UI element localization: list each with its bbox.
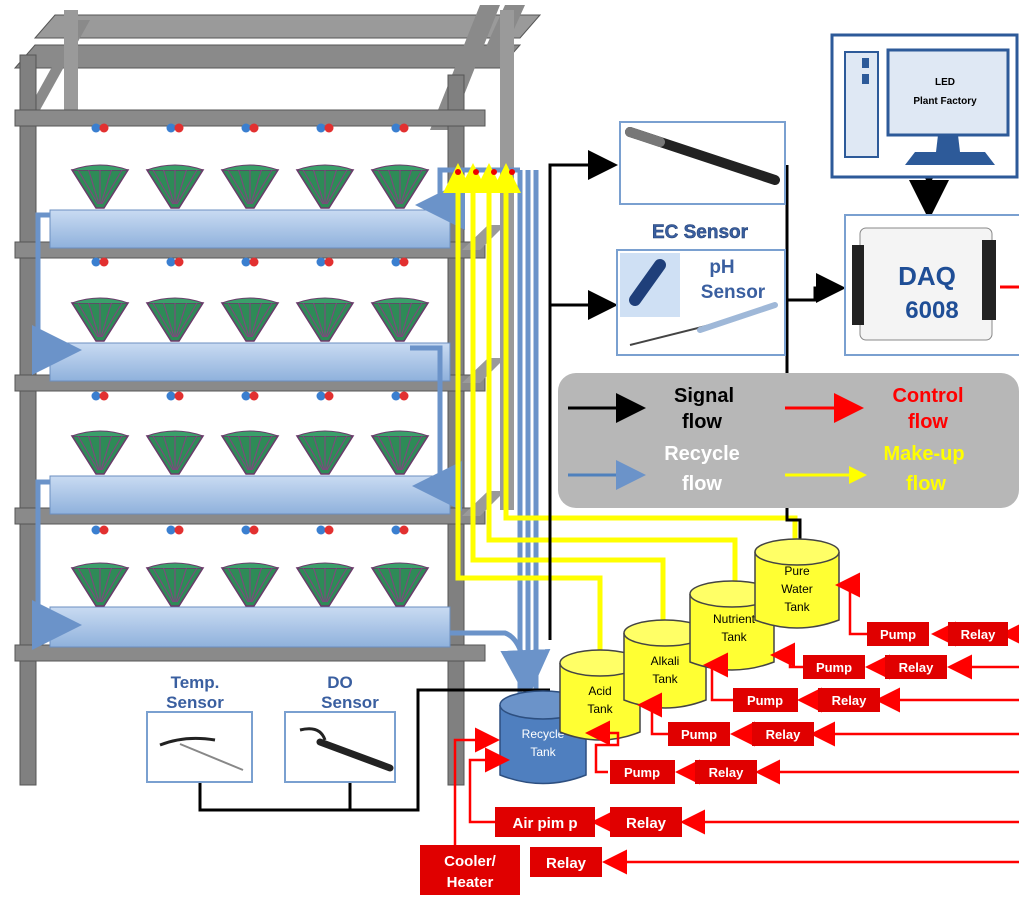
pure-water-tank: Pure Water Tank — [755, 539, 839, 628]
relay-label-2: Relay — [899, 660, 934, 675]
legend-makeup-1: Make-up — [883, 443, 964, 465]
recycle-tank-label-2: Tank — [530, 745, 556, 759]
do-sensor: DO Sensor — [285, 673, 395, 782]
legend-control-2: flow — [908, 411, 948, 433]
legend-signal-1: Signal — [674, 385, 734, 407]
legend-control-1: Control — [892, 385, 963, 407]
daq-device: DAQ 6008 — [845, 215, 1019, 355]
ec-sensor: EC Sensor — [620, 122, 785, 243]
cooler-label-2: Heater — [447, 874, 494, 891]
relay-label-5: Relay — [709, 765, 744, 780]
flow-legend: Signal flow Control flow Recycle flow Ma… — [558, 373, 1019, 508]
legend-signal-2: flow — [682, 411, 722, 433]
pump-label-3: Pump — [747, 693, 783, 708]
ph-sensor-label-1: pH — [709, 257, 734, 278]
pc-label-1: LED — [935, 77, 955, 88]
relay-label-7: Relay — [546, 855, 587, 872]
temp-sensor-label-1: Temp. — [171, 673, 220, 692]
alkali-tank-label-1: Alkali — [651, 654, 680, 668]
pump-label-1: Pump — [880, 627, 916, 642]
legend-recycle-1: Recycle — [664, 443, 740, 465]
temp-sensor: Temp. Sensor — [147, 673, 252, 782]
temp-sensor-label-2: Sensor — [166, 693, 224, 712]
daq-label-1: DAQ — [898, 261, 956, 291]
recycle-tank-label-1: Recycle — [522, 727, 565, 741]
pump-label-2: Pump — [816, 660, 852, 675]
nutrient-tank-label-1: Nutrient — [713, 612, 756, 626]
pc-label-2: Plant Factory — [913, 96, 977, 107]
pc-monitor: LED Plant Factory — [832, 35, 1017, 177]
cooler-label-1: Cooler/ — [444, 853, 497, 870]
ec-sensor-label: EC Sensor — [652, 222, 749, 243]
legend-recycle-2: flow — [682, 473, 722, 495]
pump-label-4: Pump — [681, 727, 717, 742]
alkali-tank-label-2: Tank — [652, 672, 678, 686]
relay-label-6: Relay — [626, 815, 667, 832]
acid-tank-label-2: Tank — [587, 702, 613, 716]
air-pump-label: Air pim p — [512, 815, 577, 832]
nutrient-tank-label-2: Tank — [721, 630, 747, 644]
relay-label-3: Relay — [832, 693, 867, 708]
pure-tank-label-3: Tank — [784, 600, 810, 614]
ph-sensor-label-2: Sensor — [701, 282, 766, 303]
daq-label-2: 6008 — [905, 297, 958, 324]
pump-label-5: Pump — [624, 765, 660, 780]
relay-label-1: Relay — [961, 627, 996, 642]
relay-label-4: Relay — [766, 727, 801, 742]
ph-sensor: pH Sensor — [617, 250, 785, 355]
pure-tank-label-1: Pure — [784, 564, 810, 578]
acid-tank-label-1: Acid — [588, 684, 611, 698]
legend-makeup-2: flow — [906, 473, 946, 495]
do-sensor-label-1: DO — [327, 673, 353, 692]
pure-tank-label-2: Water — [781, 582, 813, 596]
do-sensor-label-2: Sensor — [321, 693, 379, 712]
